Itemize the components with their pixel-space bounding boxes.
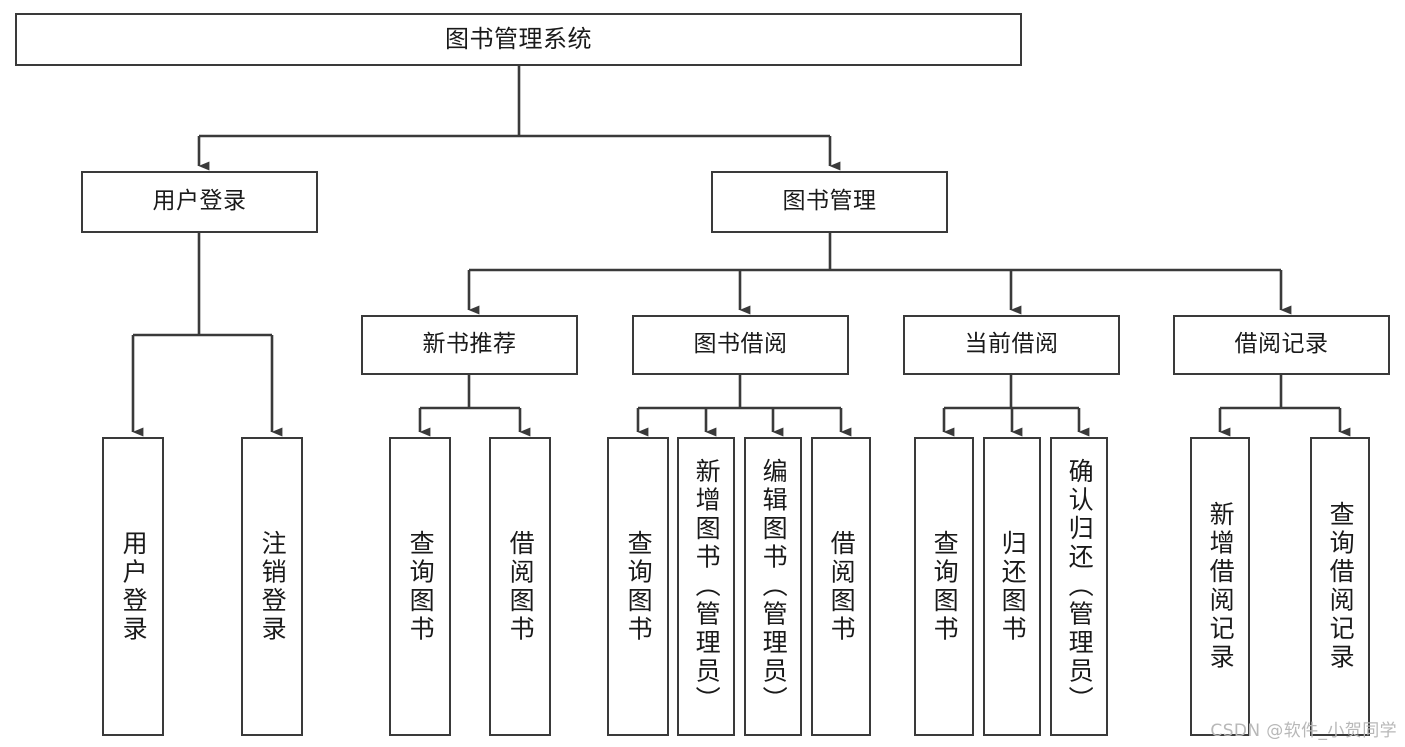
- node-label: 用户登录: [119, 529, 149, 644]
- leaf-add-borrow-record[interactable]: 新增借阅记录: [1190, 437, 1250, 736]
- node-label: 图书管理系统: [445, 25, 592, 54]
- node-label: 归还图书: [998, 529, 1028, 644]
- node-borrow-record[interactable]: 借阅记录: [1173, 315, 1390, 375]
- leaf-return-book[interactable]: 归还图书: [983, 437, 1041, 736]
- node-user-login[interactable]: 用户登录: [81, 171, 318, 233]
- node-label: 图书管理: [782, 188, 877, 215]
- node-label: 注销登录: [258, 529, 288, 644]
- node-label: 查询图书: [406, 529, 436, 644]
- node-new-book-recommend[interactable]: 新书推荐: [361, 315, 578, 375]
- node-book-management[interactable]: 图书管理: [711, 171, 948, 233]
- node-label: 新增图书（管理员）: [692, 458, 722, 715]
- node-root-system[interactable]: 图书管理系统: [15, 13, 1022, 66]
- node-current-borrow[interactable]: 当前借阅: [903, 315, 1120, 375]
- node-label: 当前借阅: [964, 331, 1059, 358]
- node-label: 借阅图书: [506, 529, 536, 644]
- node-label: 查询借阅记录: [1326, 501, 1356, 672]
- node-label: 图书借阅: [693, 331, 788, 358]
- leaf-logout[interactable]: 注销登录: [241, 437, 303, 736]
- leaf-confirm-return-admin[interactable]: 确认归还（管理员）: [1050, 437, 1108, 736]
- node-label: 借阅图书: [827, 529, 857, 644]
- node-label: 新增借阅记录: [1206, 501, 1236, 672]
- leaf-edit-book-admin[interactable]: 编辑图书（管理员）: [744, 437, 802, 736]
- leaf-query-borrow-record[interactable]: 查询借阅记录: [1310, 437, 1370, 736]
- node-label: 查询图书: [930, 529, 960, 644]
- watermark: CSDN @软件_小贺同学: [1210, 721, 1397, 741]
- leaf-query-book-2[interactable]: 查询图书: [607, 437, 669, 736]
- node-label: 借阅记录: [1234, 331, 1329, 358]
- leaf-add-book-admin[interactable]: 新增图书（管理员）: [677, 437, 735, 736]
- node-label: 编辑图书（管理员）: [759, 458, 789, 715]
- leaf-borrow-book-2[interactable]: 借阅图书: [811, 437, 871, 736]
- node-label: 确认归还（管理员）: [1065, 458, 1095, 715]
- leaf-query-book-1[interactable]: 查询图书: [389, 437, 451, 736]
- leaf-query-book-3[interactable]: 查询图书: [914, 437, 974, 736]
- node-label: 用户登录: [152, 188, 247, 215]
- leaf-borrow-book-1[interactable]: 借阅图书: [489, 437, 551, 736]
- node-book-borrow[interactable]: 图书借阅: [632, 315, 849, 375]
- node-label: 新书推荐: [422, 331, 517, 358]
- leaf-user-login[interactable]: 用户登录: [102, 437, 164, 736]
- node-label: 查询图书: [624, 529, 654, 644]
